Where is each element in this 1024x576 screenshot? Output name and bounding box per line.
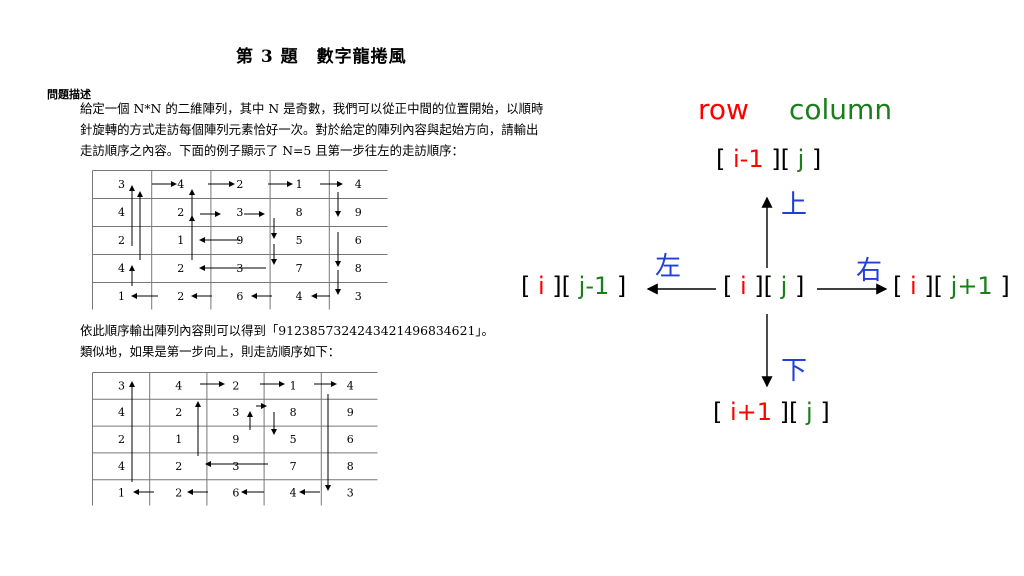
- grid-cell-value: 2: [175, 487, 182, 500]
- grid-cell-value: 8: [296, 206, 303, 219]
- index-center: [ i ][ j ]: [723, 272, 805, 300]
- grid-cell-value: 9: [347, 406, 354, 419]
- grid-cell-value: 3: [232, 406, 239, 419]
- index-down: [ i+1 ][ j ]: [713, 398, 830, 426]
- problem-description: 給定一個 N*N 的二維陣列，其中 N 是奇數，我們可以從正中間的位置開始，以順…: [80, 98, 543, 161]
- grid-cell-value: 6: [347, 433, 354, 446]
- grid-cell-value: 1: [290, 379, 297, 392]
- paragraph-line: 走訪順序之內容。下面的例子顯示了 N=5 且第一步往左的走訪順序：: [80, 143, 464, 158]
- grid-cell-value: 8: [290, 406, 297, 419]
- grid-cell-value: 4: [347, 379, 354, 392]
- grid-cell-value: 1: [177, 234, 184, 247]
- grid-cell-value: 2: [118, 433, 125, 446]
- grid-cell-value: 6: [236, 290, 243, 303]
- grid-cell-value: 1: [175, 433, 182, 446]
- direction-right-label: 右: [856, 256, 883, 286]
- grid-cell-value: 1: [296, 178, 303, 191]
- column-label: column: [789, 93, 893, 126]
- grid-cell-value: 2: [118, 234, 125, 247]
- spiral-grid-up-first: 3 4 2 1 4 4 2 3 8 9 2 1 9 5 6 4 2 3 7 8 1 2 6 4 3: [92, 372, 378, 506]
- direction-down-label: 下: [781, 356, 808, 386]
- grid-cell-value: 3: [118, 178, 125, 191]
- grid-cell-value: 8: [355, 262, 362, 275]
- grid-cell-value: 2: [175, 460, 182, 473]
- grid-cell-value: 4: [296, 290, 303, 303]
- grid-cell-value: 7: [296, 262, 303, 275]
- grid-cell-value: 2: [177, 262, 184, 275]
- grid-cell-value: 9: [232, 433, 239, 446]
- section-heading: 問題描述: [47, 88, 91, 101]
- index-left: [ i ][ j-1 ]: [521, 272, 627, 300]
- paragraph-line: 類似地，如果是第一步向上，則走訪順序如下：: [80, 344, 341, 359]
- grid-cell-value: 3: [355, 290, 362, 303]
- grid-cell-value: 8: [347, 460, 354, 473]
- grid-cell-value: 7: [290, 460, 297, 473]
- grid-cell-value: 2: [232, 379, 239, 392]
- grid-cell-value: 4: [175, 379, 182, 392]
- direction-left-label: 左: [655, 252, 682, 282]
- row-label: row: [698, 93, 749, 126]
- grid-cell-value: 4: [118, 460, 125, 473]
- grid-cell-value: 3: [347, 487, 354, 500]
- grid-cell-value: 3: [232, 460, 239, 473]
- index-right: [ i ][ j+1 ]: [893, 272, 1010, 300]
- grid-cell-value: 4: [118, 406, 125, 419]
- grid-cell-value: 4: [290, 487, 297, 500]
- grid-cell-value: 6: [355, 234, 362, 247]
- paragraph-line: 給定一個 N*N 的二維陣列，其中 N 是奇數，我們可以從正中間的位置開始，以順…: [80, 101, 544, 116]
- grid-cell-value: 2: [177, 206, 184, 219]
- grid-cell-value: 2: [175, 406, 182, 419]
- grid-cell-value: 3: [236, 206, 243, 219]
- grid-cell-value: 1: [118, 290, 125, 303]
- grid-cell-value: 6: [232, 487, 239, 500]
- direction-up-label: 上: [781, 190, 808, 220]
- grid-cell-value: 5: [290, 433, 297, 446]
- grid-cell-value: 5: [296, 234, 303, 247]
- page-title: 第 3 題 數字龍捲風: [236, 47, 407, 67]
- grid-cell-value: 9: [355, 206, 362, 219]
- grid-cell-value: 4: [355, 178, 362, 191]
- grid-cell-value: 1: [118, 487, 125, 500]
- grid-cell-value: 4: [118, 262, 125, 275]
- paragraph-line: 依此順序輸出陣列內容則可以得到「912385732424342149683462…: [80, 323, 494, 338]
- paragraph-line: 針旋轉的方式走訪每個陣列元素恰好一次。對於給定的陣列內容與起始方向，請輸出: [80, 122, 539, 137]
- grid-cell-value: 2: [236, 178, 243, 191]
- grid-cell-value: 2: [177, 290, 184, 303]
- grid-cell-value: 4: [177, 178, 184, 191]
- index-up: [ i-1 ][ j ]: [716, 145, 822, 173]
- output-description: 依此順序輸出陣列內容則可以得到「912385732424342149683462…: [80, 320, 494, 362]
- grid-cell-value: 3: [118, 379, 125, 392]
- grid-cell-value: 4: [118, 206, 125, 219]
